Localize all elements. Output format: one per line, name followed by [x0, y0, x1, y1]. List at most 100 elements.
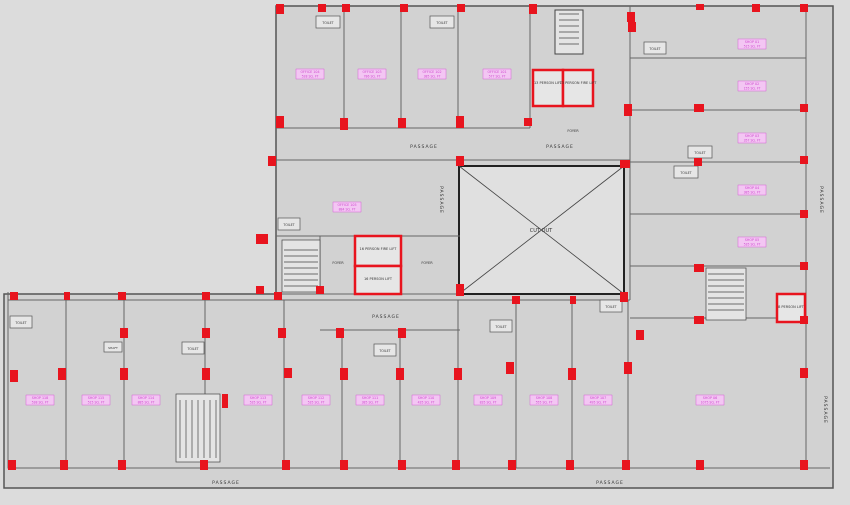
office-area: 577 SQ. FT	[489, 75, 506, 79]
passage-middle: PASSAGE	[372, 314, 400, 320]
column-33	[256, 286, 264, 294]
column-27	[694, 264, 704, 272]
toilets: TOILET TOILET TOILET TOILET TOILET TOILE…	[9, 15, 713, 357]
column-0	[276, 4, 284, 14]
column-63	[452, 460, 460, 470]
column-11	[340, 118, 348, 130]
column-15	[624, 104, 632, 116]
shop-right-id: SHOP 05	[745, 238, 759, 242]
column-54	[568, 368, 576, 380]
column-25	[456, 284, 464, 296]
column-45	[10, 370, 18, 382]
shop-bottom-area: 555 SQ. FT	[536, 401, 553, 405]
shop-bottom-area: 885 SQ. FT	[138, 401, 155, 405]
passage-top-right: PASSAGE	[546, 144, 574, 150]
column-37	[118, 292, 126, 300]
column-39	[274, 292, 282, 300]
shop-right-id: SHOP 04	[745, 186, 759, 190]
shop-right-id: SHOP 02	[745, 82, 759, 86]
shop-bottom-id: SHOP 113	[250, 396, 267, 400]
column-12	[398, 118, 406, 128]
internal-walls	[8, 6, 807, 468]
column-66	[622, 460, 630, 470]
column-61	[340, 460, 348, 470]
column-22	[268, 156, 276, 166]
office-id: OFFICE 102	[422, 70, 441, 74]
column-51	[396, 368, 404, 380]
column-64	[508, 460, 516, 470]
column-16	[694, 104, 704, 112]
toilet-label-1: TOILET	[321, 21, 333, 25]
toilet-label-9: TOILET	[378, 349, 390, 353]
structural-columns	[8, 4, 808, 470]
column-36	[64, 292, 70, 300]
column-70	[628, 22, 636, 32]
toilet-label-4: TOILET	[693, 151, 705, 155]
shop-bottom-id: SHOP 107	[590, 396, 607, 400]
column-7	[696, 4, 704, 10]
column-20	[800, 262, 808, 270]
shop-right-id: SHOP 03	[745, 134, 759, 138]
foyer-left-label: FOYER	[332, 261, 344, 265]
column-23	[456, 156, 464, 166]
column-17	[800, 104, 808, 112]
column-57	[60, 460, 68, 470]
office-area: 786 SQ. FT	[364, 75, 381, 79]
column-56	[8, 460, 16, 470]
shop-bottom-area: 538 SQ. FT	[32, 401, 49, 405]
column-43	[336, 328, 344, 338]
column-71	[222, 394, 228, 408]
column-68	[512, 296, 520, 304]
shop-bottom-id: SHOP 111	[362, 396, 379, 400]
column-53	[506, 362, 514, 374]
column-13	[456, 116, 464, 128]
column-14	[524, 118, 532, 126]
column-32	[256, 234, 268, 244]
column-8	[752, 4, 760, 12]
column-26	[620, 292, 628, 302]
shaft-label: SHAFT	[108, 346, 118, 350]
column-52	[454, 368, 462, 380]
column-9	[800, 4, 808, 12]
shop-bottom-area: 1075 SQ. FT	[701, 401, 720, 405]
shop-bottom-id: SHOP 06	[703, 396, 717, 400]
shop-bottom-area: 495 SQ. FT	[590, 401, 607, 405]
shop-bottom-area: 535 SQ. FT	[308, 401, 325, 405]
column-34	[316, 286, 324, 294]
column-3	[400, 4, 408, 12]
office-area: 884 SQ. FT	[339, 208, 356, 212]
shop-bottom-area: 835 SQ. FT	[480, 401, 497, 405]
column-58	[118, 460, 126, 470]
office-id: OFFICE 101	[487, 70, 506, 74]
column-40	[120, 328, 128, 338]
shop-bottom-id: SHOP 108	[536, 396, 553, 400]
toilet-label-6: TOILET	[282, 223, 294, 227]
shop-right-area: 535 SQ. FT	[744, 243, 761, 247]
column-44	[398, 328, 406, 338]
column-59	[200, 460, 208, 470]
shop-bottom-id: SHOP 110	[418, 396, 435, 400]
column-6	[627, 12, 635, 22]
column-38	[202, 292, 210, 300]
shop-bottom-id: SHOP 118	[32, 396, 49, 400]
column-30	[800, 368, 808, 378]
column-62	[398, 460, 406, 470]
lift-core-top: 13 PERSON LIFT 13 PERSON FIRE LIFT FOYER	[531, 9, 597, 133]
shop-bottom-area: 535 SQ. FT	[250, 401, 267, 405]
passage-right-top: PASSAGE	[818, 186, 824, 214]
column-55	[624, 362, 632, 374]
toilet-label-3: TOILET	[648, 47, 660, 51]
lift-16-fire-label: 16 PERSON FIRE LIFT	[360, 247, 398, 251]
